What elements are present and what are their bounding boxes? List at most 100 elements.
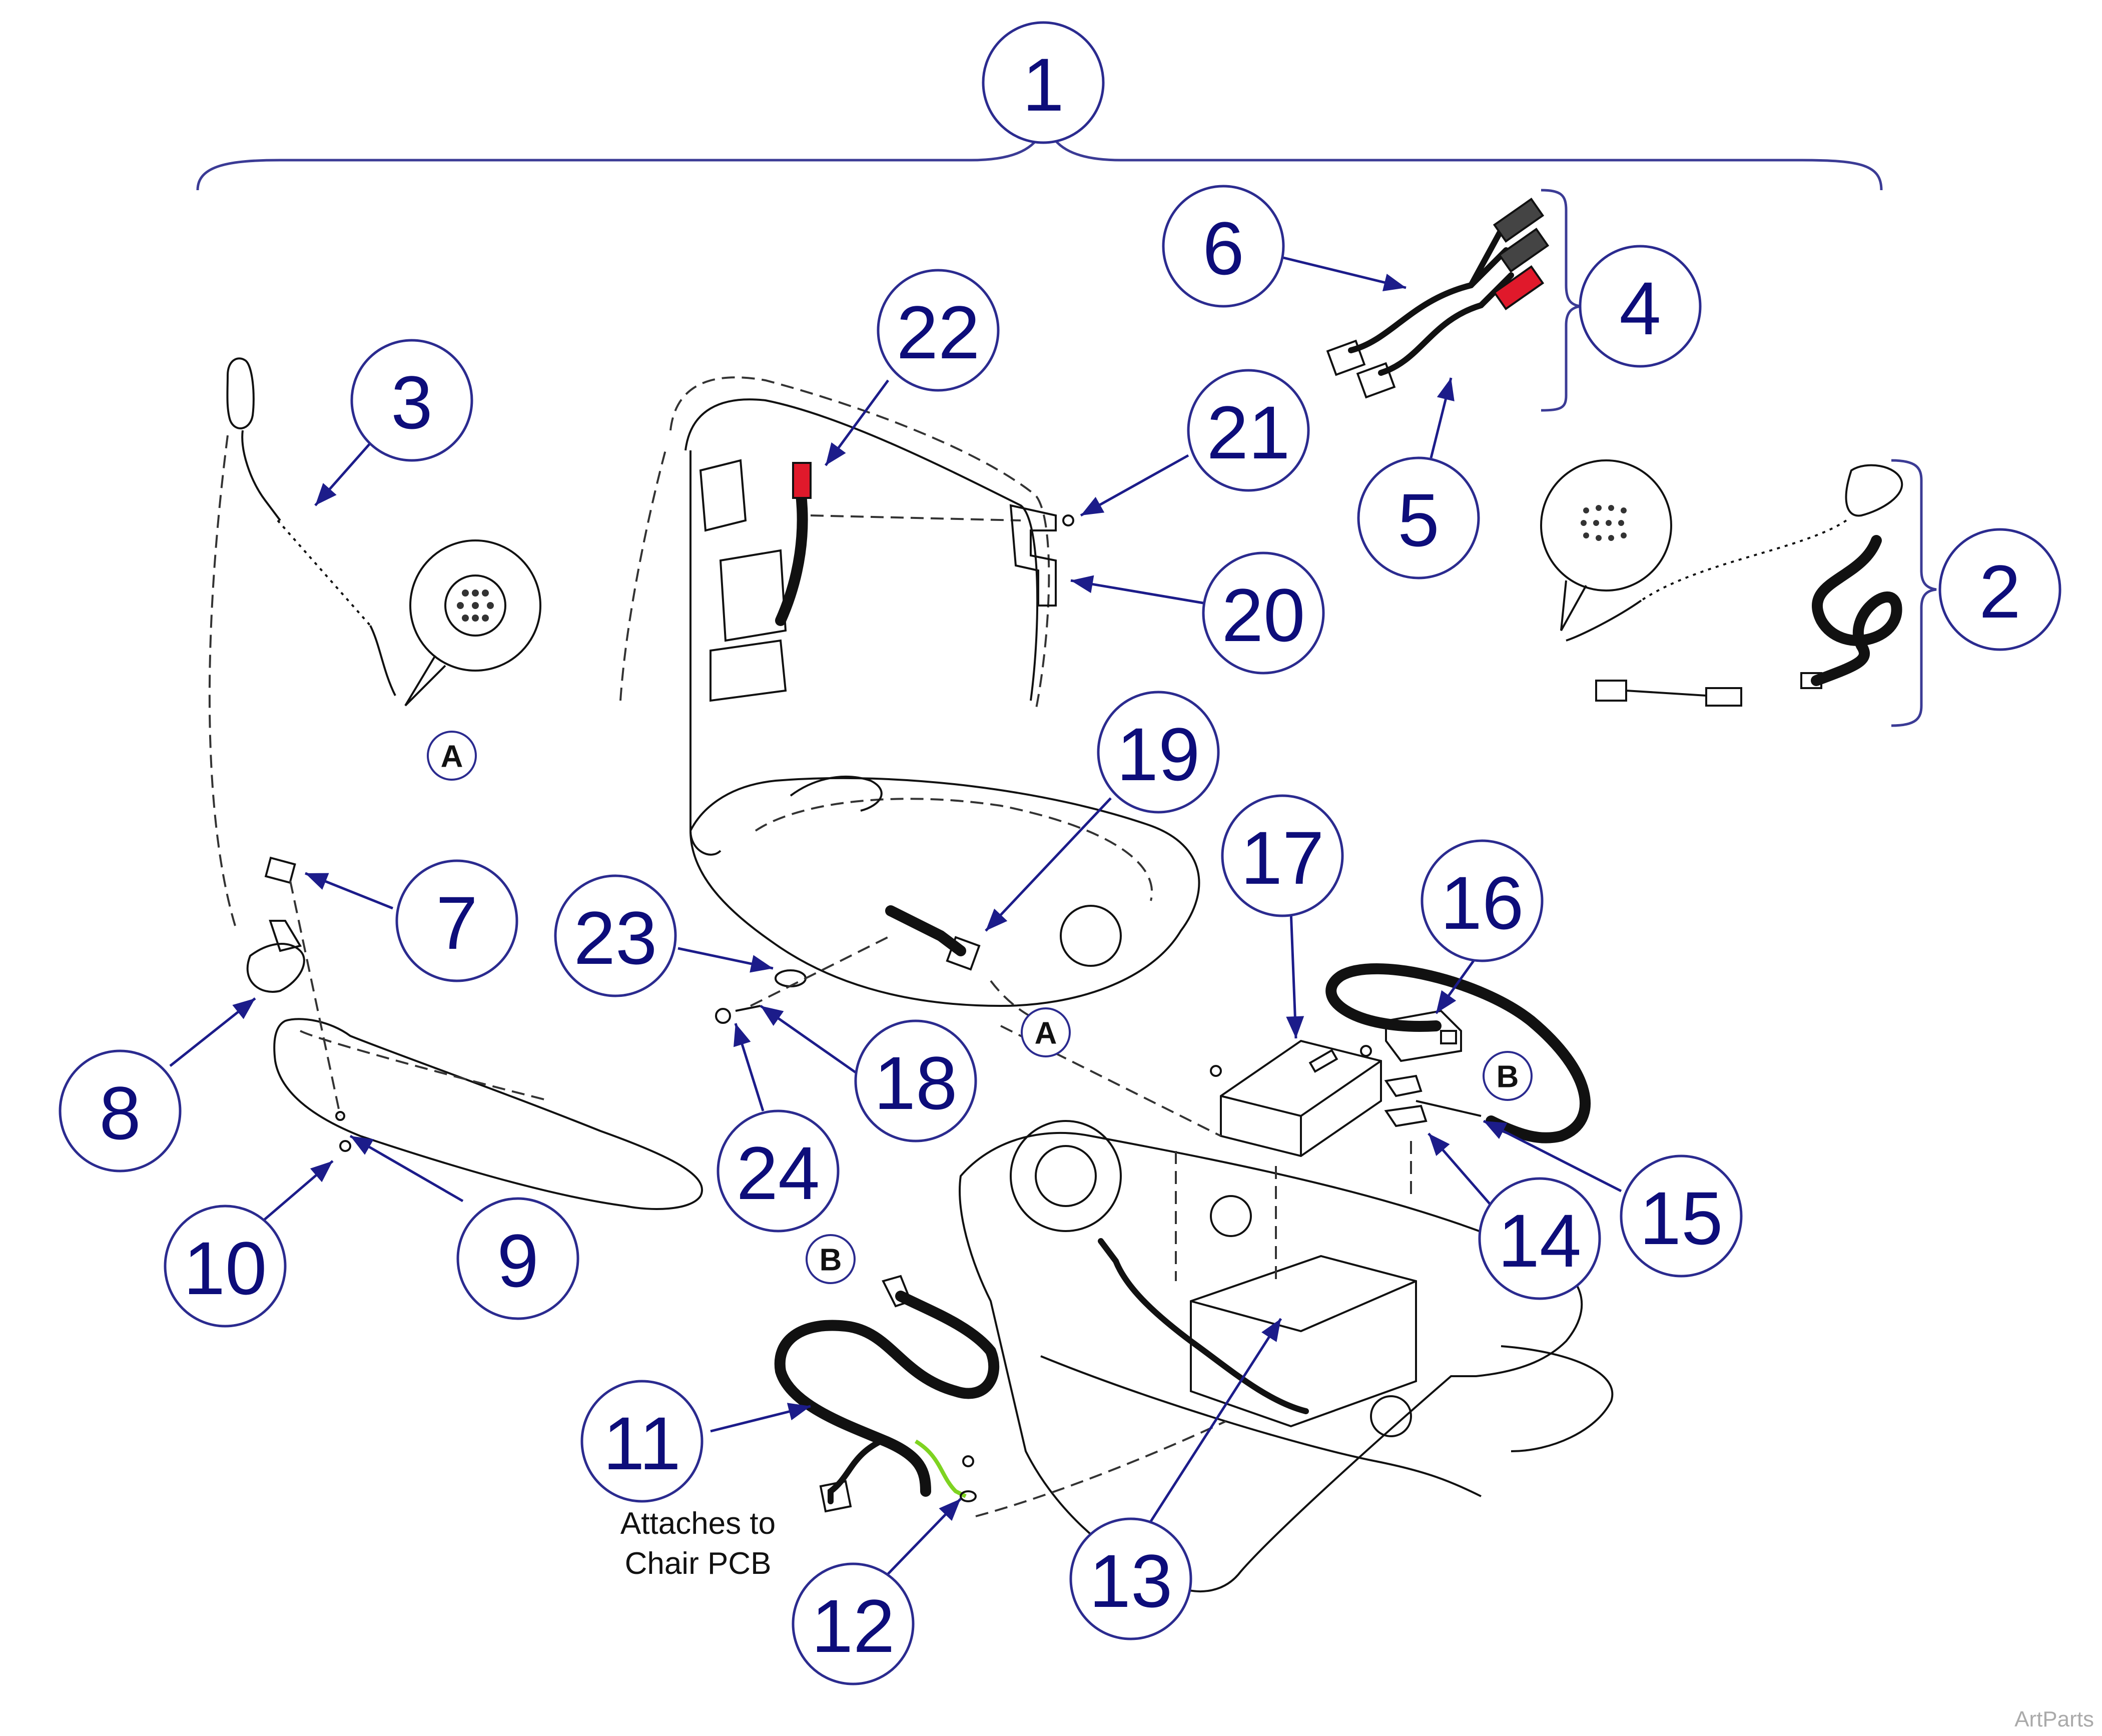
callout-circle-10 xyxy=(164,1205,287,1328)
leader-arrowhead-3 xyxy=(315,483,337,505)
leader-line-13 xyxy=(1149,1318,1282,1522)
brace-item-2 xyxy=(1891,459,1937,727)
callout-circle-5 xyxy=(1357,456,1480,580)
callout-number-22: 22 xyxy=(897,290,980,374)
leader-line-20 xyxy=(1070,579,1204,605)
chair-cable-11 xyxy=(774,1275,1226,1517)
leader-arrowhead-13 xyxy=(1261,1319,1281,1342)
callout-3: 3 xyxy=(350,339,473,462)
callout-number-6: 6 xyxy=(1202,206,1244,290)
callout-number-12: 12 xyxy=(812,1584,895,1668)
callout-number-17: 17 xyxy=(1241,816,1324,900)
callout-21: 21 xyxy=(1187,369,1310,492)
leader-arrowhead-12 xyxy=(939,1499,961,1521)
callout-circle-12 xyxy=(792,1562,915,1685)
callout-18: 18 xyxy=(854,1019,977,1142)
callout-number-24: 24 xyxy=(737,1131,820,1215)
callout-number-20: 20 xyxy=(1222,573,1305,657)
leader-arrowhead-16 xyxy=(1436,990,1457,1013)
red-connector-backrest xyxy=(792,462,812,499)
callout-circle-18 xyxy=(854,1019,977,1142)
seat-base xyxy=(689,775,1200,1007)
connector-detail-bubble-3 xyxy=(404,539,541,707)
callout-number-4: 4 xyxy=(1619,266,1661,350)
callout-23: 23 xyxy=(554,874,677,997)
leader-arrowhead-8 xyxy=(232,998,255,1019)
callout-24: 24 xyxy=(717,1109,840,1233)
ref-label-a: A xyxy=(1035,1016,1057,1051)
leader-arrowhead-18 xyxy=(761,1006,784,1026)
leader-lines xyxy=(169,256,1622,1577)
callout-circle-9 xyxy=(456,1197,579,1320)
leader-arrowhead-21 xyxy=(1081,496,1105,515)
leader-arrowhead-10 xyxy=(310,1161,333,1183)
fastener-hardware xyxy=(715,935,1041,1024)
leader-arrowhead-7 xyxy=(305,873,329,890)
leader-arrowhead-6 xyxy=(1382,274,1406,292)
leader-arrowhead-11 xyxy=(787,1403,811,1421)
callout-22: 22 xyxy=(877,269,1000,392)
callout-circle-6 xyxy=(1162,185,1285,308)
ground-wire-green xyxy=(914,1439,967,1498)
ref-marker-a-top: A xyxy=(427,731,477,781)
callout-11: 11 xyxy=(580,1380,704,1503)
leader-arrowhead-15 xyxy=(1484,1121,1508,1139)
y-cable-assembly-4 xyxy=(1326,198,1550,399)
coiled-cord-handpiece-3 xyxy=(226,357,396,696)
callout-circle-19 xyxy=(1097,691,1220,814)
callout-12: 12 xyxy=(792,1562,915,1685)
control-box-17 xyxy=(1210,1039,1382,1158)
callout-number-2: 2 xyxy=(1979,549,2020,634)
callout-number-23: 23 xyxy=(574,896,657,980)
callout-circle-1 xyxy=(982,21,1105,144)
callout-9: 9 xyxy=(456,1197,579,1320)
ref-marker-b-adapter: B xyxy=(1483,1051,1533,1101)
leader-arrowhead-22 xyxy=(826,442,846,465)
callout-circle-17 xyxy=(1221,794,1344,917)
callout-number-15: 15 xyxy=(1640,1176,1723,1260)
note-chair-pcb: Chair PCB xyxy=(625,1546,772,1581)
callout-circle-14 xyxy=(1478,1177,1601,1300)
callout-circle-24 xyxy=(717,1109,840,1233)
callout-number-18: 18 xyxy=(874,1041,958,1125)
callout-circle-13 xyxy=(1069,1517,1192,1640)
callout-13: 13 xyxy=(1069,1517,1192,1640)
ref-marker-a-seat: A xyxy=(1021,1007,1071,1057)
ref-label-a: A xyxy=(441,740,463,774)
bracket-20 xyxy=(1009,504,1074,607)
leader-arrowhead-17 xyxy=(1286,1016,1304,1038)
leader-arrowhead-23 xyxy=(750,955,773,973)
coiled-cord-assembly-2 xyxy=(1540,459,1903,707)
ref-label-b: B xyxy=(1497,1060,1519,1094)
callout-number-10: 10 xyxy=(184,1226,267,1310)
leader-line-19 xyxy=(985,797,1112,932)
leader-arrowhead-9 xyxy=(350,1136,374,1155)
red-connector-sleeve xyxy=(1493,265,1545,310)
callout-8: 8 xyxy=(59,1049,182,1173)
callout-number-3: 3 xyxy=(391,360,432,444)
callout-6: 6 xyxy=(1162,185,1285,308)
callout-circle-22 xyxy=(877,269,1000,392)
callout-number-7: 7 xyxy=(436,881,477,965)
callout-4: 4 xyxy=(1579,245,1702,368)
callout-number-8: 8 xyxy=(99,1071,141,1155)
callout-16: 16 xyxy=(1421,839,1544,962)
armrest xyxy=(208,435,703,1210)
callout-circle-21 xyxy=(1187,369,1310,492)
callout-circle-16 xyxy=(1421,839,1544,962)
leader-arrowhead-19 xyxy=(986,908,1008,931)
callout-17: 17 xyxy=(1221,794,1344,917)
callout-number-9: 9 xyxy=(497,1219,538,1303)
callout-5: 5 xyxy=(1357,456,1480,580)
callout-number-21: 21 xyxy=(1207,390,1290,474)
callout-number-11: 11 xyxy=(603,1401,681,1485)
ref-marker-b-cable: B xyxy=(806,1234,856,1284)
callout-19: 19 xyxy=(1097,691,1220,814)
callout-number-1: 1 xyxy=(1022,43,1064,127)
leader-arrowhead-20 xyxy=(1071,575,1094,594)
callout-circle-8 xyxy=(59,1049,182,1173)
callout-10: 10 xyxy=(164,1205,287,1328)
note-attaches-to: Attaches to xyxy=(620,1506,776,1541)
